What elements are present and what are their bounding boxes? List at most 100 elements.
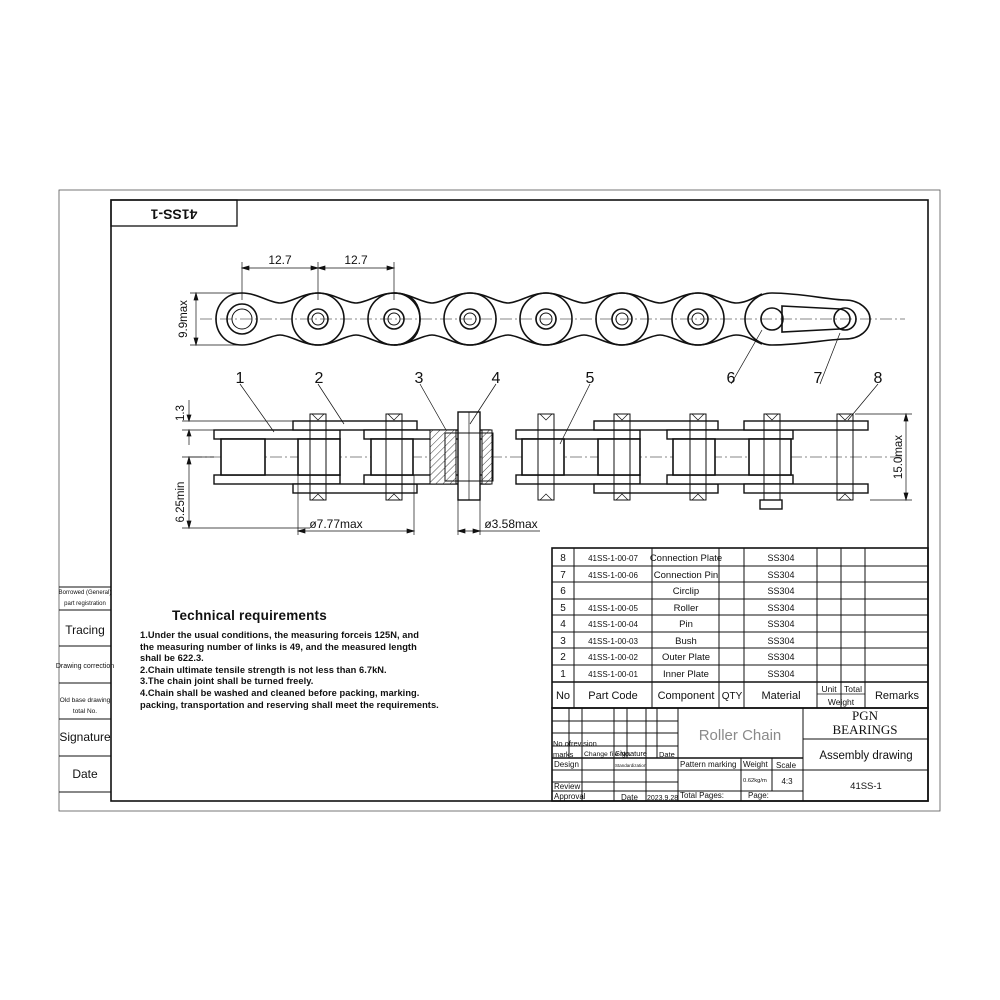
svg-text:SS304: SS304 [767, 586, 794, 596]
requirement-line: packing, transportation and reserving sh… [140, 699, 439, 710]
requirement-line: shall be 622.3. [140, 653, 204, 664]
requirement-line: 1.Under the usual conditions, the measur… [140, 630, 419, 640]
svg-text:SS304: SS304 [767, 603, 794, 613]
dim-width: 15.0max [893, 435, 905, 479]
svg-text:SS304: SS304 [767, 652, 794, 662]
tb-standardization: Standardization [615, 763, 647, 768]
svg-text:41SS-1-00-02: 41SS-1-00-02 [588, 653, 638, 662]
svg-text:Unit: Unit [821, 684, 837, 694]
tb-date-value: 2023.9.28 [647, 795, 678, 802]
callout-2: 2 [315, 370, 324, 387]
svg-text:5: 5 [560, 603, 566, 614]
svg-text:41SS-1-00-05: 41SS-1-00-05 [588, 604, 638, 613]
callout-6: 6 [727, 370, 736, 387]
requirement-line: the measuring number of links is 49, and… [140, 641, 417, 652]
tb-weight-value: 0.62kg/m [743, 778, 767, 784]
svg-text:Pin: Pin [679, 619, 693, 630]
svg-text:Total: Total [844, 684, 862, 694]
svg-text:Material: Material [761, 690, 800, 702]
side-label-registration: part registration [64, 601, 106, 607]
side-label-date: Date [72, 767, 98, 781]
drawing-code-box: 41SS-1 [110, 199, 238, 227]
svg-text:No: No [556, 690, 570, 702]
dim-plate-height: 9.9max [178, 300, 190, 338]
drawing-frame [110, 199, 929, 802]
technical-requirements: Technical requirements 1.Under the usual… [140, 608, 470, 711]
svg-text:3: 3 [560, 636, 566, 647]
tb-approval: Approval [554, 792, 586, 801]
side-label-total-no: total No. [73, 708, 97, 715]
callout-1: 1 [236, 370, 245, 387]
chain-section-view: 1 2 3 4 5 6 7 8 1.3 6.25min [175, 329, 912, 535]
dim-pitch-2: 12.7 [344, 253, 368, 267]
title-block: No of revision marks Change file No. Sig… [551, 707, 929, 802]
svg-text:SS304: SS304 [767, 570, 794, 580]
tb-signature: Signature [615, 749, 647, 758]
callout-7: 7 [814, 370, 823, 387]
bom-row-1: 1 41SS-1-00-01 Inner Plate SS304 [560, 669, 794, 680]
drawing-code-rotated: 41SS-1 [150, 206, 197, 222]
svg-text:6: 6 [560, 586, 566, 597]
bom-row-4: 4 41SS-1-00-04 Pin SS304 [560, 619, 794, 630]
dim-plate-thickness: 1.3 [175, 405, 187, 421]
tb-design: Design [554, 760, 579, 769]
svg-text:Weight: Weight [828, 697, 855, 707]
svg-text:8: 8 [560, 553, 566, 564]
svg-text:41SS-1-00-07: 41SS-1-00-07 [588, 554, 638, 563]
dim-pin-dia: ø3.58max [484, 517, 537, 531]
tb-change-file: Change file No. [584, 751, 631, 758]
callout-3: 3 [415, 370, 424, 387]
tb-review: Review [554, 782, 580, 791]
svg-text:SS304: SS304 [767, 669, 794, 679]
svg-text:Roller: Roller [674, 603, 699, 614]
bom-row-7: 7 41SS-1-00-06 Connection Pin SS304 [560, 570, 794, 581]
chain-top-view: 12.7 12.7 9.9max [178, 253, 905, 347]
dim-pin-length: 6.25min [175, 482, 187, 523]
svg-text:Part Code: Part Code [588, 690, 638, 702]
tb-scale-value: 4:3 [781, 777, 793, 786]
outer-frame [58, 189, 941, 812]
bom-row-8: 8 41SS-1-00-07 Connection Plate SS304 [560, 553, 794, 564]
svg-text:Connection Pin: Connection Pin [654, 570, 718, 581]
requirement-line: 2.Chain ultimate tensile strength is not… [140, 664, 387, 675]
svg-text:Inner Plate: Inner Plate [663, 669, 709, 680]
svg-text:SS304: SS304 [767, 636, 794, 646]
svg-text:41SS-1-00-04: 41SS-1-00-04 [588, 620, 638, 629]
tb-pattern-marking: Pattern marking [680, 760, 736, 769]
requirement-line: 4.Chain shall be washed and cleaned befo… [140, 687, 420, 698]
svg-text:1: 1 [560, 669, 566, 680]
svg-text:SS304: SS304 [767, 619, 794, 629]
tb-scale: Scale [776, 761, 797, 770]
bom-row-2: 2 41SS-1-00-02 Outer Plate SS304 [560, 652, 794, 663]
svg-text:QTY: QTY [722, 691, 743, 702]
svg-text:41SS-1-00-01: 41SS-1-00-01 [588, 670, 638, 679]
svg-text:41SS-1-00-06: 41SS-1-00-06 [588, 571, 638, 580]
svg-text:Circlip: Circlip [673, 586, 699, 597]
drawing-type: Assembly drawing [819, 750, 912, 762]
svg-text:Component: Component [658, 690, 715, 702]
tb-date-label: Date [621, 793, 638, 802]
svg-text:Connection Plate: Connection Plate [650, 553, 722, 564]
tb-marks: marks [553, 750, 574, 759]
side-label-signature: Signature [59, 730, 111, 744]
tb-weight: Weight [743, 760, 769, 769]
side-registration-block: Borrowed (General) part registration Tra… [56, 586, 114, 793]
svg-text:41SS-1-00-03: 41SS-1-00-03 [588, 637, 638, 646]
svg-text:2: 2 [560, 652, 566, 663]
callout-4: 4 [492, 370, 501, 387]
dim-roller-dia: ø7.77max [309, 517, 362, 531]
tb-revision: revision [571, 739, 597, 748]
dim-pitch-1: 12.7 [268, 253, 292, 267]
svg-text:7: 7 [560, 570, 566, 581]
tb-total-pages: Total Pages: [680, 791, 724, 800]
svg-text:Outer Plate: Outer Plate [662, 652, 710, 663]
callout-5: 5 [586, 370, 595, 387]
tb-page: Page: [748, 791, 769, 800]
requirement-line: 3.The chain joint shall be turned freely… [140, 676, 314, 687]
svg-text:Bush: Bush [675, 636, 697, 647]
side-label-old-base: Old base drawing [60, 697, 111, 704]
side-label-drawing-correction: Drawing correction [56, 663, 114, 670]
company-name-2: BEARINGS [832, 722, 897, 737]
callout-8: 8 [874, 370, 883, 387]
